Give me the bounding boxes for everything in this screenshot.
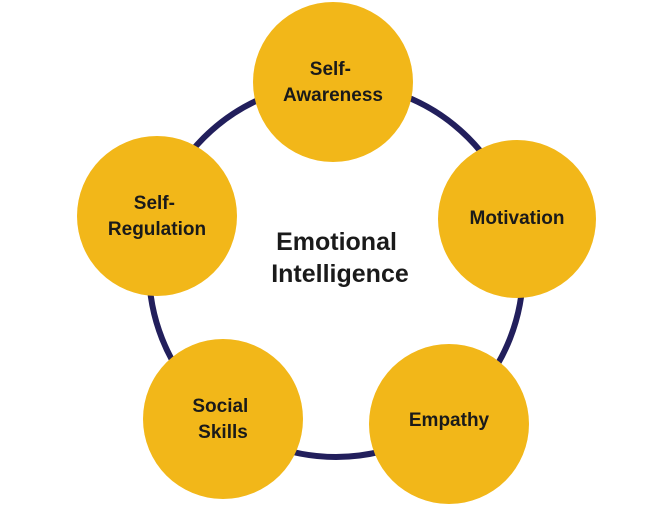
node-label-self-regulation: Self- Regulation bbox=[108, 193, 206, 240]
center-title-line-1: Emotional bbox=[276, 228, 397, 256]
center-title-line-2: Intelligence bbox=[271, 260, 409, 288]
node-circle-self-awareness bbox=[253, 2, 413, 162]
center-title: Emotional Intelligence bbox=[271, 228, 409, 288]
node-circle-social-skills bbox=[143, 339, 303, 499]
node-label-motivation: Motivation bbox=[470, 208, 565, 229]
node-circle-empathy bbox=[369, 344, 529, 504]
node-motivation: Motivation bbox=[438, 140, 596, 298]
node-label-social-skills: Social Skills bbox=[192, 396, 253, 443]
node-label-self-awareness: Self- Awareness bbox=[283, 59, 383, 106]
node-social-skills: Social Skills bbox=[143, 339, 303, 499]
node-label-empathy: Empathy bbox=[409, 410, 490, 431]
node-circle-motivation bbox=[438, 140, 596, 298]
node-self-awareness: Self- Awareness bbox=[253, 2, 413, 162]
node-empathy: Empathy bbox=[369, 344, 529, 504]
node-circle-self-regulation bbox=[77, 136, 237, 296]
node-self-regulation: Self- Regulation bbox=[77, 136, 237, 296]
